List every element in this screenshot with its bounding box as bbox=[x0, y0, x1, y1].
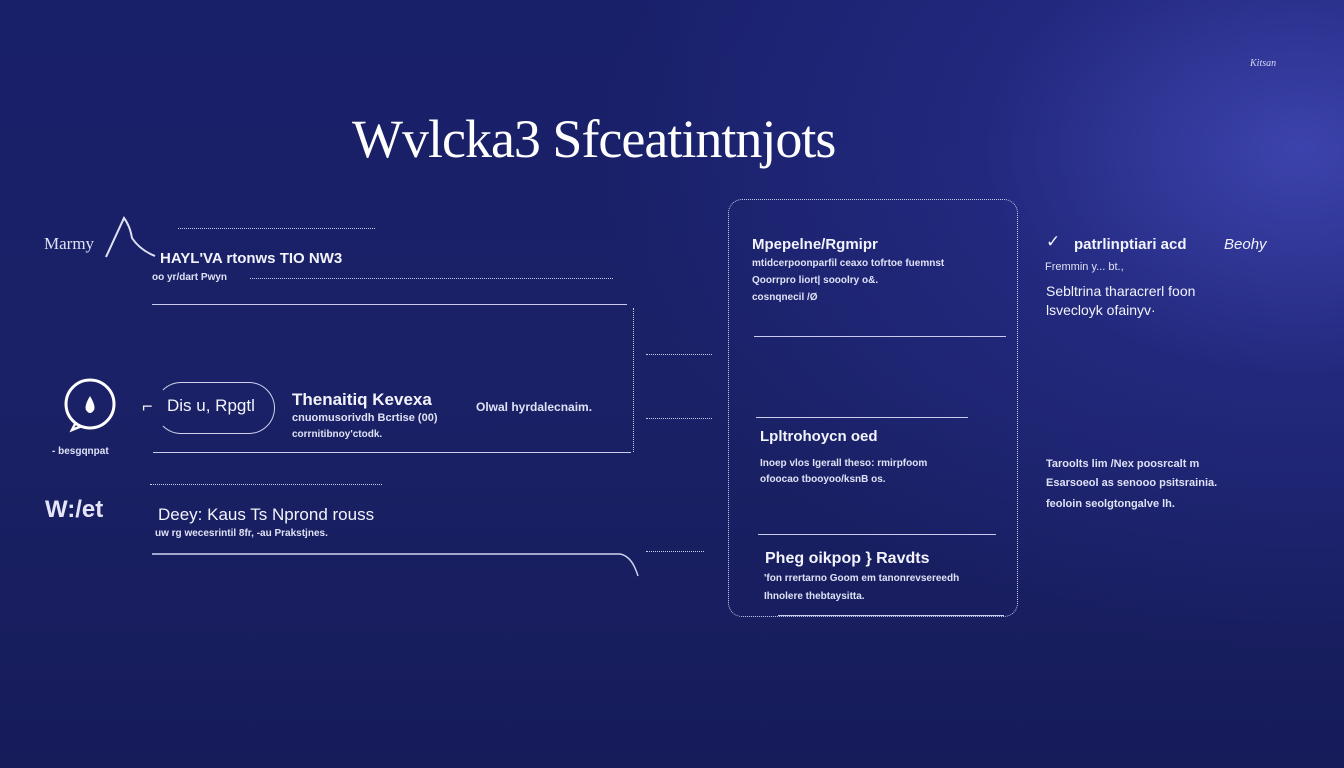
center-panel bbox=[728, 199, 1018, 617]
block2-line: ofoocao tbooyoo/ksnB os. bbox=[760, 474, 886, 485]
block1-title: Mpepelne/Rgmipr bbox=[752, 236, 878, 253]
icon-caption: - besgqnpat bbox=[52, 446, 109, 457]
hook-connector bbox=[105, 216, 156, 258]
logo-wet: W:/et bbox=[45, 496, 104, 523]
arrow-line bbox=[754, 336, 1006, 337]
item2-sub1: cnuomusorivdh Bcrtise (00) bbox=[292, 412, 438, 424]
arrow-icon: ⌐ bbox=[142, 396, 153, 416]
connector-curve bbox=[152, 553, 639, 577]
item2-title: Thenaitiq Kevexa bbox=[292, 390, 432, 409]
right-block2-line: Taroolts lim /Nex poosrcalt m bbox=[1046, 458, 1200, 470]
page-title: Wvlcka3 Sfceatintnjots bbox=[352, 109, 836, 169]
right-block2-line: Esarsoeol as senooo psitsrainia. bbox=[1046, 477, 1218, 489]
arrow-line bbox=[778, 615, 1004, 616]
divider bbox=[152, 304, 627, 305]
item1-sub: oo yr/dart Pwyn bbox=[152, 272, 228, 283]
item1-title: HAYL'VA rtonws TIO NW3 bbox=[160, 250, 343, 267]
arrow-line bbox=[758, 534, 996, 535]
pill-button[interactable] bbox=[155, 382, 275, 434]
right-block1-title: patrlinptiari acd bbox=[1074, 236, 1187, 253]
item2-sub2: corrnitibnoy'ctodk. bbox=[292, 429, 383, 440]
divider bbox=[250, 278, 613, 279]
divider bbox=[150, 484, 382, 485]
item2-note: Olwal hyrdalecnaim. bbox=[476, 400, 593, 414]
block2-title: Lpltrohoycn oed bbox=[760, 428, 878, 445]
check-icon: ✓ bbox=[1046, 232, 1061, 251]
link-line bbox=[646, 418, 712, 419]
corner-mark: Kitsan bbox=[1250, 58, 1277, 69]
item3-sub: uw rg wecesrintil 8fr, -au Prakstjnes. bbox=[155, 528, 328, 539]
right-block1-line: Sebltrina tharacrerl foon bbox=[1046, 283, 1196, 299]
block3-title: Pheg oikpop } Ravdts bbox=[765, 550, 930, 567]
block3-line: 'fon rrertarno Goom em tanonrevsereedh bbox=[764, 573, 960, 584]
pill-label: Dis u, Rpgtl bbox=[167, 396, 255, 415]
right-block1-line: lsvecloyk ofainyv· bbox=[1046, 302, 1156, 318]
item3-title: Deey: Kaus Ts Nprond rouss bbox=[158, 505, 375, 524]
label-marmy: Marmy bbox=[44, 234, 95, 253]
right-block1-title2: Beohy bbox=[1224, 236, 1267, 253]
block1-line: Qoorrpro liort| sooolry o&. bbox=[752, 275, 879, 286]
block1-line: mtidcerpoonparfil ceaxo tofrtoe fuemnst bbox=[752, 258, 945, 269]
block3-line: Ihnolere thebtaysitta. bbox=[764, 591, 865, 602]
block2-line: Inoep vlos Igerall theso: rmirpfoom bbox=[760, 458, 928, 469]
divider bbox=[153, 452, 631, 453]
link-line bbox=[646, 551, 704, 552]
right-block2-line: feoloin seolgtongalve lh. bbox=[1046, 498, 1175, 510]
block1-line: cosnqnecil /Ø bbox=[752, 292, 818, 303]
arrow-line bbox=[756, 417, 968, 418]
divider bbox=[178, 228, 375, 229]
link-line bbox=[646, 354, 712, 355]
right-block1-sub: Fremmin y... bt., bbox=[1045, 261, 1124, 273]
chat-drop-icon bbox=[64, 378, 116, 433]
bracket-line bbox=[633, 308, 634, 452]
